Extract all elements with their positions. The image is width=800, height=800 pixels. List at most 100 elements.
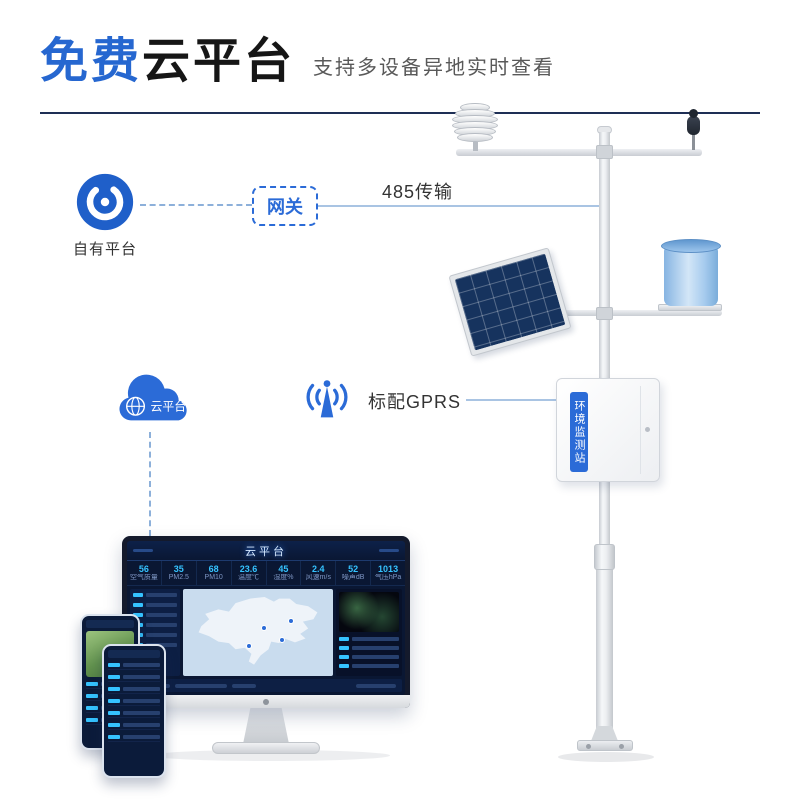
stat-value: 2.4 <box>312 564 325 574</box>
station-pole-flare <box>591 726 618 741</box>
stat-label: 湿度% <box>273 574 294 582</box>
wind-sensor-body <box>687 116 700 135</box>
map-marker <box>246 642 252 649</box>
map-marker <box>279 636 285 643</box>
phone-row <box>108 673 160 682</box>
stat-label: PM10 <box>204 574 223 582</box>
panel-row <box>133 612 177 617</box>
phone-front <box>102 644 166 778</box>
wind-sensor-stem <box>692 131 695 150</box>
solar-panel <box>448 247 572 357</box>
footer-bar <box>232 683 256 688</box>
stat-label: 风速m/s <box>305 574 331 582</box>
stat-label: PM2.5 <box>168 574 189 582</box>
monitor-stand-base <box>212 742 320 754</box>
station-base-plate <box>577 740 633 751</box>
dashboard-footer <box>130 679 402 692</box>
stat-label: 噪声dB <box>341 574 365 582</box>
dashboard-title: 云平台 <box>245 545 287 558</box>
panel-row <box>133 602 177 607</box>
connector-485-line <box>318 205 600 207</box>
header: 免费云平台 支持多设备异地实时查看 <box>40 34 555 89</box>
panel-row <box>133 592 177 597</box>
dashboard-body <box>127 586 405 679</box>
stat-value: 45 <box>278 564 289 574</box>
pole-ground-shadow <box>558 752 654 762</box>
gateway-label: 网关 <box>267 197 303 217</box>
phone-header-bar <box>108 650 160 658</box>
phone-row <box>108 685 160 694</box>
own-platform-icon <box>76 173 134 231</box>
gateway-box: 网关 <box>252 186 318 226</box>
phone-row <box>108 697 160 706</box>
satellite-thumbnail <box>339 591 399 632</box>
own-platform-label: 自有平台 <box>72 241 137 258</box>
map-marker <box>261 625 267 632</box>
control-box-label: 环境监测站 <box>570 392 588 472</box>
connector-cloud-monitor <box>149 432 151 536</box>
footer-bar <box>356 683 396 688</box>
station-pole-collar <box>594 544 615 570</box>
monitor-stand-neck <box>243 708 289 744</box>
dashboard-map <box>183 588 333 676</box>
panel-row <box>339 663 399 668</box>
divider-line <box>40 112 760 114</box>
control-box: 环境监测站 <box>556 378 660 482</box>
radiation-shield-stem <box>473 142 478 151</box>
gprs-label: 标配GPRS <box>368 392 462 412</box>
control-box-seam <box>640 386 641 474</box>
stat-label: 空气质量 <box>129 574 158 582</box>
stat-value: 52 <box>348 564 359 574</box>
base-bolt <box>619 744 624 749</box>
control-box-lock <box>645 427 650 432</box>
cloud-label: 云平台 <box>150 400 186 414</box>
monitor-chin <box>122 695 410 708</box>
dashboard-menu-left <box>133 549 153 552</box>
radiation-shield <box>452 103 498 142</box>
stat-label: 温度℃ <box>238 574 260 582</box>
crossbar-top-clamp <box>596 145 613 159</box>
phone-row <box>108 709 160 718</box>
stat-value: 1013 <box>378 564 399 574</box>
map-marker <box>288 617 294 624</box>
footer-bar <box>175 683 227 688</box>
stat-label: 气压hPa <box>374 574 402 582</box>
phone-header-bar <box>86 620 134 628</box>
page-title-highlight: 免费 <box>40 35 143 88</box>
monitor-shadow <box>150 750 390 761</box>
page-subtitle: 支持多设备异地实时查看 <box>313 57 556 80</box>
cloud-platform-icon: 云平台 <box>119 374 187 421</box>
shield-disc <box>457 133 493 142</box>
rs485-label: 485传输 <box>382 182 454 202</box>
wind-sensor-knob <box>689 109 698 118</box>
solar-panel-cells <box>454 253 566 351</box>
phone-row <box>108 733 160 742</box>
dashboard-right-panel <box>336 588 402 676</box>
map-china <box>198 597 318 665</box>
page-title: 免费云平台 <box>40 34 295 89</box>
station-pole-lower <box>596 566 613 730</box>
dashboard-header: 云平台 <box>127 541 405 561</box>
page-title-rest: 云平台 <box>142 35 296 88</box>
station-pole-upper <box>599 132 610 552</box>
dashboard-menu-right <box>379 549 399 552</box>
stat-value: 56 <box>138 564 149 574</box>
rain-gauge-body <box>664 246 718 306</box>
crossbar-mid-clamp <box>596 307 613 320</box>
gprs-antenna-icon <box>306 380 348 418</box>
panel-row <box>339 654 399 659</box>
phone-row <box>108 721 160 730</box>
panel-row <box>339 636 399 641</box>
panel-row <box>339 645 399 650</box>
phone-row <box>108 661 160 670</box>
